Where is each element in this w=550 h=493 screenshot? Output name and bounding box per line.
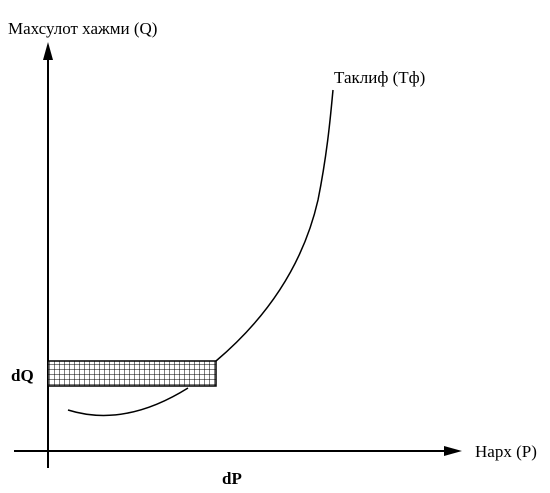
y-axis-arrowhead [43, 42, 53, 60]
supply-curve [215, 89, 334, 362]
dq-label: dQ [11, 366, 34, 385]
x-axis [14, 446, 462, 456]
dq-band [47, 360, 217, 387]
y-axis-label: Махсулот хажми (Q) [8, 19, 157, 38]
supply-curve-label: Таклиф (Тф) [334, 68, 425, 87]
y-axis [43, 42, 53, 468]
dp-label: dP [222, 469, 242, 488]
x-axis-label: Нарх (P) [475, 442, 537, 461]
x-axis-arrowhead [444, 446, 462, 456]
supply-curve-lower [67, 387, 189, 417]
